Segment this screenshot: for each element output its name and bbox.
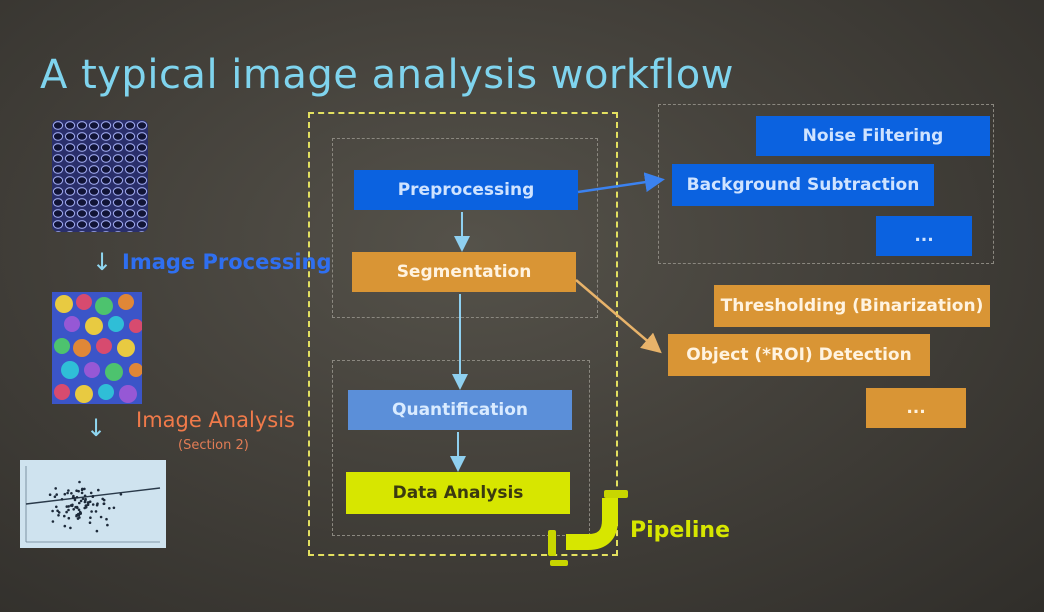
scatter-thumb-dot [83, 494, 87, 498]
scatter-thumb-dot [55, 493, 58, 496]
thresholding-box: Thresholding (Binarization) [714, 285, 990, 327]
scatter-thumb-dot [105, 517, 108, 521]
scatter-thumb-dot [83, 487, 86, 491]
quantification-box: Quantification [348, 390, 572, 430]
scatter-thumb-dot [57, 511, 61, 514]
pipeline-label: Pipeline [630, 518, 730, 543]
scatter-thumb-dot [88, 521, 92, 524]
scatter-thumb-dot [91, 495, 95, 498]
scatter-thumb-dot [97, 488, 100, 492]
segmented-image [52, 292, 142, 404]
preprocessing-more-box: ... [876, 216, 972, 256]
scatter-thumb-dot [54, 487, 57, 490]
scatter-thumb-dot [70, 504, 74, 508]
scatter-thumb-dot [67, 516, 71, 520]
scatter-thumb-dot [119, 493, 123, 496]
scatter-plot-image [20, 460, 166, 548]
microscopy-image [52, 120, 148, 232]
scatter-thumb-dot [86, 501, 90, 504]
scatter-thumb-dot [78, 480, 81, 484]
scatter-thumb-dot [48, 493, 52, 496]
scatter-thumb-dot [91, 503, 95, 506]
scatter-thumb-dot [53, 495, 57, 498]
arrow-segmentation-to-options [575, 279, 662, 354]
scatter-thumb-dot [95, 503, 99, 507]
scatter-thumb-dot [65, 510, 68, 514]
noise-filtering-box: Noise Filtering [756, 116, 990, 156]
scatter-thumb-dot [63, 514, 66, 518]
scatter-thumb-dot [106, 523, 109, 527]
scatter-thumb-dot [108, 507, 111, 510]
scatter-thumb-dot [78, 501, 81, 505]
scatter-thumb-dot [95, 529, 99, 533]
scatter-thumb-dot [88, 500, 92, 503]
scatter-thumb-dot [66, 491, 69, 495]
image-analysis-label: Image Analysis [136, 408, 295, 432]
scatter-thumb-dot [89, 491, 93, 495]
pipe-icon [548, 490, 628, 566]
preprocessing-box: Preprocessing [354, 170, 578, 210]
data-analysis-box: Data Analysis [346, 472, 570, 514]
scatter-thumb-dot [72, 508, 75, 511]
background-subtraction-box: Background Subtraction [672, 164, 934, 206]
scatter-thumb-dot [56, 509, 59, 513]
scatter-thumb-dot [101, 497, 104, 501]
preprocessing-group [332, 138, 598, 318]
scatter-thumb-dot [79, 499, 83, 503]
scatter-thumb-dot [71, 496, 75, 499]
scatter-thumb-dot [51, 509, 54, 513]
scatter-thumb-dot [77, 508, 81, 512]
scatter-thumb-dot [81, 497, 85, 501]
scatter-thumb-dot [55, 505, 58, 509]
scatter-thumb-dot [60, 498, 64, 501]
scatter-thumb-dot [75, 496, 79, 499]
scatter-thumb-dot [63, 524, 67, 528]
scatter-thumb-dot [112, 506, 116, 510]
image-processing-label: Image Processing [122, 250, 332, 274]
scatter-thumb-dot [65, 505, 69, 508]
scatter-thumb-dot [63, 492, 67, 496]
pipeline-container [308, 112, 618, 556]
scatter-thumb-dot [89, 516, 92, 519]
scatter-thumb-dot [78, 512, 81, 516]
scatter-thumb-dot [51, 520, 55, 523]
scatter-thumb-dot [75, 489, 78, 492]
scatter-thumb-dot [75, 514, 78, 518]
scatter-thumb-dot [67, 489, 70, 492]
scatter-thumb-dot [84, 504, 88, 507]
scatter-thumb-dot [102, 502, 106, 505]
scatter-thumb-dot [80, 491, 84, 495]
scatter-thumb-dot [80, 488, 84, 492]
scatter-thumb-dot [90, 510, 93, 513]
object-detection-box: Object (*ROI) Detection [668, 334, 930, 376]
segmentation-box: Segmentation [352, 252, 576, 292]
scatter-thumb-dot [78, 516, 81, 519]
scatter-thumb-dot [57, 514, 60, 517]
scatter-thumb-dot [83, 500, 87, 504]
scatter-thumb-dot [94, 510, 98, 513]
down-arrow-2: ↓ [86, 414, 107, 442]
segmentation-more-box: ... [866, 388, 966, 428]
scatter-thumb-dot [70, 492, 73, 495]
image-analysis-section: (Section 2) [178, 438, 249, 453]
scatter-thumb-dot [77, 489, 80, 493]
scatter-thumb-dot [86, 503, 90, 506]
down-arrow-1: ↓ [92, 248, 113, 276]
scatter-thumb-dot [67, 508, 70, 512]
scatter-thumb-dot [99, 515, 103, 519]
scatter-thumb-dot [69, 526, 72, 530]
slide-title: A typical image analysis workflow [40, 52, 734, 98]
arrow-preprocessing-to-options [577, 172, 665, 194]
scatter-thumb-dot [75, 505, 79, 509]
